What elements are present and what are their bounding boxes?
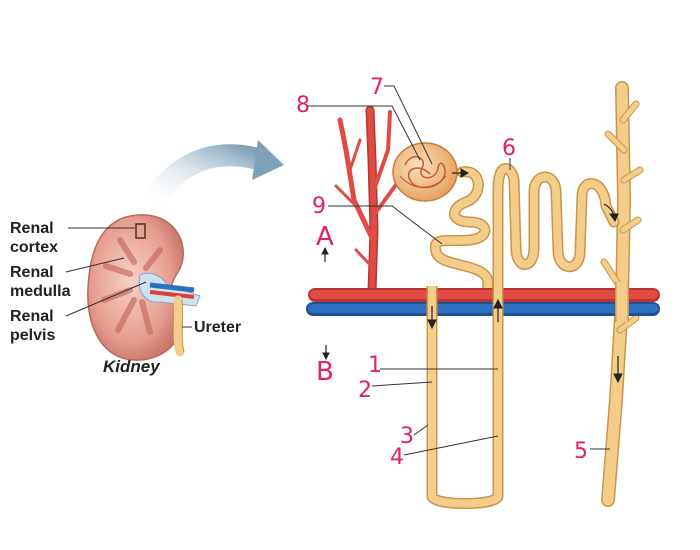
glomerulus: [392, 142, 458, 202]
ureter-label: Ureter: [194, 319, 241, 336]
flow-arrows: [427, 168, 623, 384]
arteriole-tree: [334, 105, 400, 297]
cortex-highlight-box: [135, 223, 146, 239]
annotation-3: 3: [400, 424, 414, 449]
region-indicators: [321, 246, 330, 361]
annotation-4: 4: [390, 445, 404, 470]
annotation-9: 9: [312, 194, 326, 219]
nephron-tubule: [426, 163, 620, 509]
region-a-label: A: [316, 222, 334, 252]
annotation-8: 8: [296, 93, 310, 118]
kidney-leaders: [65, 227, 192, 328]
annotation-2: 2: [358, 378, 372, 403]
renal-medulla-label-2: medulla: [10, 283, 71, 300]
annotation-1: 1: [368, 353, 382, 378]
renal-pelvis-label-2: pelvis: [10, 327, 55, 344]
region-b-label: B: [316, 357, 334, 387]
kidney-caption: Kidney: [103, 357, 161, 376]
annotation-leaders: [306, 85, 610, 456]
renal-medulla-label-1: Renal: [10, 264, 54, 281]
renal-cortex-label-2: cortex: [10, 239, 58, 256]
kidney-illustration: [87, 214, 201, 361]
renal-cortex-label-1: Renal: [10, 220, 54, 237]
renal-vein: [306, 302, 660, 316]
annotation-7: 7: [370, 75, 384, 100]
renal-pelvis-label-1: Renal: [10, 308, 54, 325]
zoom-arrow: [139, 140, 284, 216]
annotation-5: 5: [574, 439, 588, 464]
renal-artery: [308, 288, 660, 302]
annotation-6: 6: [502, 136, 516, 161]
